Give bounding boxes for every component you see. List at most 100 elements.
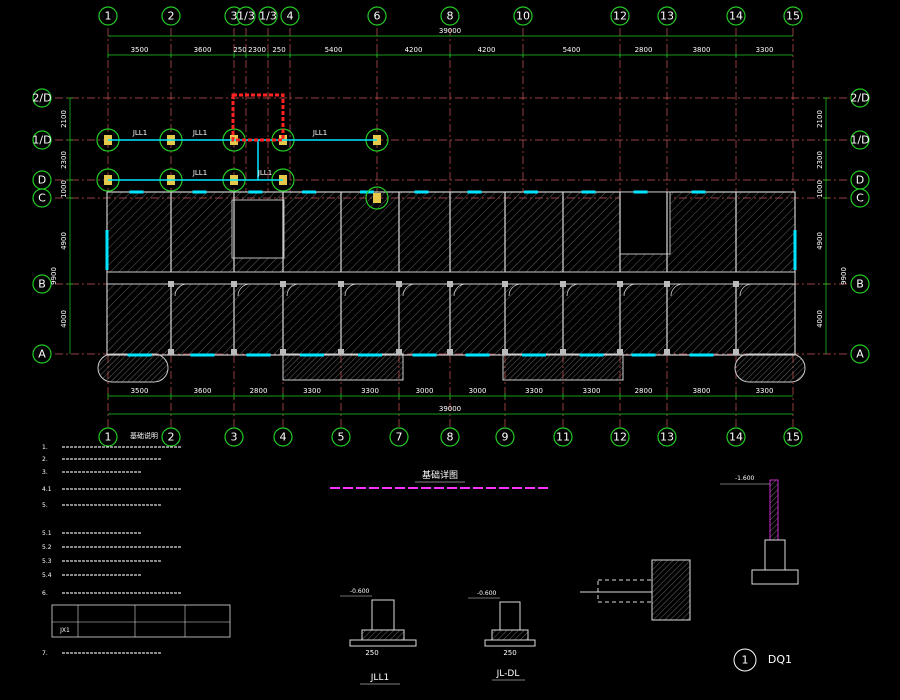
axis-left-2-D xyxy=(32,88,52,108)
column xyxy=(280,349,286,355)
column xyxy=(168,349,174,355)
top-dim: 250 xyxy=(233,46,246,54)
axis-top-14-label: 14 xyxy=(729,10,743,23)
elev-2: -0.600 xyxy=(477,590,497,597)
detail-left-label: JLL1 xyxy=(370,673,389,683)
top-dim: 3500 xyxy=(131,46,149,54)
axis-top-4-label: 4 xyxy=(287,10,294,23)
bottom-dim: 3000 xyxy=(469,387,487,395)
axis-left-1-D xyxy=(32,130,52,150)
door-swing xyxy=(739,283,753,297)
beam-label: JLL1 xyxy=(312,129,327,137)
note-line: 4.1 xyxy=(42,486,52,493)
axis-top-12-label: 12 xyxy=(613,10,627,23)
door-swing xyxy=(174,283,188,297)
axis-top-13 xyxy=(657,6,677,26)
axis-bottom-13 xyxy=(657,427,677,447)
axis-top-6-label: 6 xyxy=(374,10,381,23)
column xyxy=(231,281,237,287)
axis-bottom-3-label: 3 xyxy=(231,431,238,444)
column xyxy=(617,349,623,355)
left-total: 9900 xyxy=(50,267,58,285)
axis-bottom-8 xyxy=(440,427,460,447)
axis-top-1-3 xyxy=(258,6,278,26)
axis-bottom-7-label: 7 xyxy=(396,431,403,444)
bottom-dim: 3500 xyxy=(131,387,149,395)
column xyxy=(168,281,174,287)
right-total: 9900 xyxy=(840,267,848,285)
axis-bottom-5 xyxy=(331,427,351,447)
axis-bottom-4 xyxy=(273,427,293,447)
left-dim: 4900 xyxy=(60,232,68,250)
axis-right-A-label: A xyxy=(856,348,864,361)
right-dim: 4900 xyxy=(816,232,824,250)
column xyxy=(447,281,453,287)
axis-left-B xyxy=(32,274,52,294)
top-dim: 5400 xyxy=(325,46,343,54)
axis-top-12 xyxy=(610,6,630,26)
detail-code: DQ1 xyxy=(768,653,792,666)
axis-left-2-D-label: 2/D xyxy=(32,92,51,105)
column xyxy=(338,349,344,355)
column xyxy=(396,281,402,287)
notes-block: 基础说明 1. 2. 3. 4.1 5. 5.1 5.2 5.3 5.4 6. … xyxy=(42,431,231,657)
column xyxy=(502,349,508,355)
interior-walls xyxy=(168,192,753,355)
elevator-frame xyxy=(231,93,285,142)
note-line: 3. xyxy=(42,469,48,476)
axis-bottom-1 xyxy=(98,427,118,447)
column xyxy=(560,349,566,355)
axis-right-B xyxy=(850,274,870,294)
axis-bottom-2-label: 2 xyxy=(168,431,175,444)
pile-caps xyxy=(96,128,389,210)
detail-circle xyxy=(733,648,757,672)
axis-left-D-label: D xyxy=(38,174,46,187)
axis-top-6 xyxy=(367,6,387,26)
beam-label: JLL1 xyxy=(192,129,207,137)
axis-top-15 xyxy=(783,6,803,26)
column xyxy=(617,281,623,287)
axis-bottom-11 xyxy=(553,427,573,447)
axis-right-D-label: D xyxy=(856,174,864,187)
bottom-dim: 2800 xyxy=(635,387,653,395)
top-dim: 3800 xyxy=(693,46,711,54)
axis-right-2-D-label: 2/D xyxy=(850,92,869,105)
axis-top-13-label: 13 xyxy=(660,10,674,23)
bay-window-4 xyxy=(734,353,806,383)
bottom-dim: 3300 xyxy=(303,387,321,395)
axis-right-1-D-label: 1/D xyxy=(850,134,869,147)
axis-top-10-label: 10 xyxy=(516,10,530,23)
pile-cap xyxy=(365,186,389,210)
right-dim: 2100 xyxy=(816,110,824,128)
top-dim: 250 xyxy=(272,46,285,54)
axis-left-A xyxy=(32,344,52,364)
note-line: 5.2 xyxy=(42,544,52,551)
axis-bottom-13-label: 13 xyxy=(660,431,674,444)
column xyxy=(664,349,670,355)
door-swing xyxy=(508,283,522,297)
bottom-dim: 3300 xyxy=(583,387,601,395)
bottom-dim: 3600 xyxy=(194,387,212,395)
column xyxy=(280,281,286,287)
top-dim: 5400 xyxy=(563,46,581,54)
detail-mid-label: JL-DL xyxy=(496,669,520,679)
elev-1: -0.600 xyxy=(350,588,370,595)
axis-right-A xyxy=(850,344,870,364)
axis-bottom-1-label: 1 xyxy=(105,431,112,444)
bottom-total: 39000 xyxy=(439,405,461,413)
door-swing xyxy=(344,283,358,297)
axis-top-2-label: 2 xyxy=(168,10,175,23)
bay-window-3 xyxy=(502,353,624,381)
door-swing xyxy=(670,283,684,297)
left-dim: 4000 xyxy=(60,310,68,328)
table-cell-type: JX1 xyxy=(59,627,70,634)
pile xyxy=(373,193,381,203)
bay-window-2 xyxy=(282,353,404,381)
top-dim: 2300 xyxy=(248,46,266,54)
bottom-dim: 3300 xyxy=(756,387,774,395)
stair-right xyxy=(619,191,671,255)
axis-bottom-14-label: 14 xyxy=(729,431,743,444)
